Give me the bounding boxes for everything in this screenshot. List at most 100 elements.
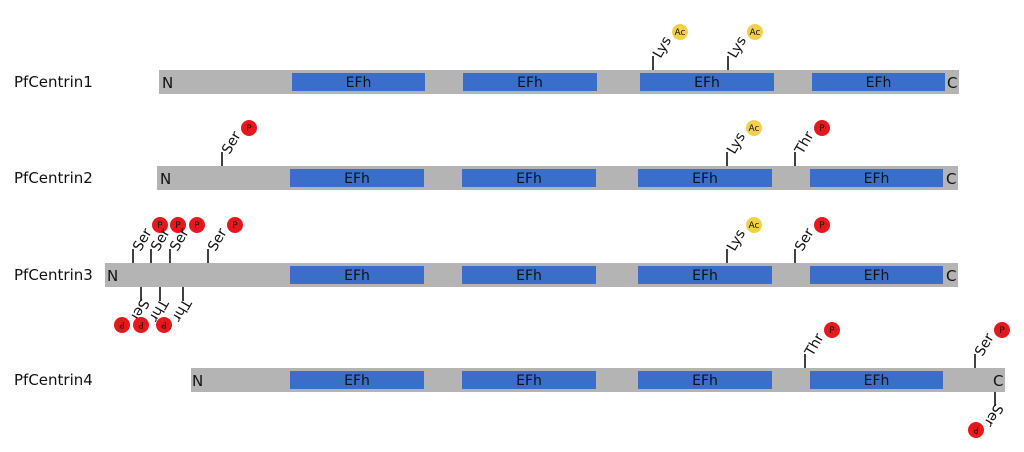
- phosphorylation-marker: [824, 322, 840, 339]
- modification-label: P: [819, 124, 825, 134]
- efh-domain: [638, 371, 772, 389]
- modification-label: P: [999, 326, 1005, 336]
- domain-label: EFh: [344, 171, 370, 187]
- modification-label: Ac: [749, 124, 760, 134]
- phosphorylation-marker: [114, 316, 130, 333]
- domain-label: EFh: [692, 373, 718, 389]
- modification-label: P: [973, 424, 979, 434]
- acetylation-marker: [672, 24, 688, 41]
- phosphorylation-marker: [814, 217, 830, 234]
- residue-label: Thr: [168, 295, 194, 324]
- residue-label: Ser: [792, 226, 818, 254]
- domain-label: EFh: [694, 75, 720, 91]
- n-terminus-label: N: [162, 74, 173, 92]
- c-terminus-label: C: [946, 267, 956, 285]
- acetylation-marker: [746, 120, 762, 137]
- phosphorylation-marker: [152, 217, 168, 234]
- residue-label: Lys: [725, 34, 750, 61]
- domain-label: EFh: [516, 171, 542, 187]
- domain-label: EFh: [692, 268, 718, 284]
- domain-label: EFh: [864, 373, 890, 389]
- efh-domain: [462, 169, 596, 187]
- efh-domain: [810, 371, 943, 389]
- efh-domain: [638, 266, 772, 284]
- efh-domain: [810, 266, 943, 284]
- modification-label: P: [161, 319, 167, 329]
- modification-label: P: [194, 221, 200, 231]
- modification-label: Ac: [675, 28, 686, 38]
- domain-label: EFh: [516, 268, 542, 284]
- modification-label: P: [119, 319, 125, 329]
- modification-label: P: [232, 221, 238, 231]
- c-terminus-label: C: [947, 74, 957, 92]
- protein-name: PfCentrin1: [14, 73, 93, 91]
- domain-label: EFh: [346, 75, 372, 91]
- residue-label: Lys: [724, 130, 749, 157]
- n-terminus-label: N: [192, 372, 203, 390]
- domain-label: EFh: [692, 171, 718, 187]
- phosphorylation-marker: [994, 322, 1010, 339]
- residue-label: Ser: [219, 129, 245, 157]
- phosphorylation-marker: [241, 120, 257, 137]
- n-terminus-label: N: [160, 170, 171, 188]
- residue-label: Ser: [167, 226, 193, 254]
- efh-domain: [812, 73, 945, 91]
- domain-label: EFh: [344, 268, 370, 284]
- efh-domain: [292, 73, 425, 91]
- protein-name: PfCentrin3: [14, 266, 93, 284]
- phosphorylation-marker: [170, 217, 186, 234]
- phosphorylation-marker: [189, 217, 205, 234]
- efh-domain: [290, 266, 424, 284]
- modification-label: P: [138, 319, 144, 329]
- residue-label: Ser: [972, 331, 998, 359]
- phosphorylation-marker: [156, 316, 172, 333]
- modification-label: P: [157, 221, 163, 231]
- modification-label: P: [829, 326, 835, 336]
- efh-domain: [638, 169, 772, 187]
- residue-label: Ser: [980, 401, 1006, 429]
- phosphorylation-marker: [814, 120, 830, 137]
- domain-label: EFh: [517, 75, 543, 91]
- domain-label: EFh: [866, 75, 892, 91]
- c-terminus-label: C: [946, 170, 956, 188]
- domain-label: EFh: [516, 373, 542, 389]
- efh-domain: [462, 371, 596, 389]
- modification-label: P: [246, 124, 252, 134]
- residue-label: Lys: [724, 227, 749, 254]
- modification-label: P: [819, 221, 825, 231]
- acetylation-marker: [746, 217, 762, 234]
- domain-label: EFh: [864, 268, 890, 284]
- residue-label: Ser: [205, 226, 231, 254]
- efh-domain: [463, 73, 597, 91]
- protein-name: PfCentrin2: [14, 169, 93, 187]
- phosphorylation-marker: [968, 421, 984, 438]
- domain-label: EFh: [864, 171, 890, 187]
- modification-label: Ac: [750, 28, 761, 38]
- residue-label: Lys: [650, 34, 675, 61]
- c-terminus-label: C: [993, 372, 1003, 390]
- efh-domain: [290, 371, 424, 389]
- modification-label: P: [175, 221, 181, 231]
- efh-domain: [640, 73, 774, 91]
- efh-domain: [462, 266, 596, 284]
- domain-label: EFh: [344, 373, 370, 389]
- efh-domain: [290, 169, 424, 187]
- modification-label: Ac: [749, 221, 760, 231]
- protein-name: PfCentrin4: [14, 371, 93, 389]
- phosphorylation-marker: [227, 217, 243, 234]
